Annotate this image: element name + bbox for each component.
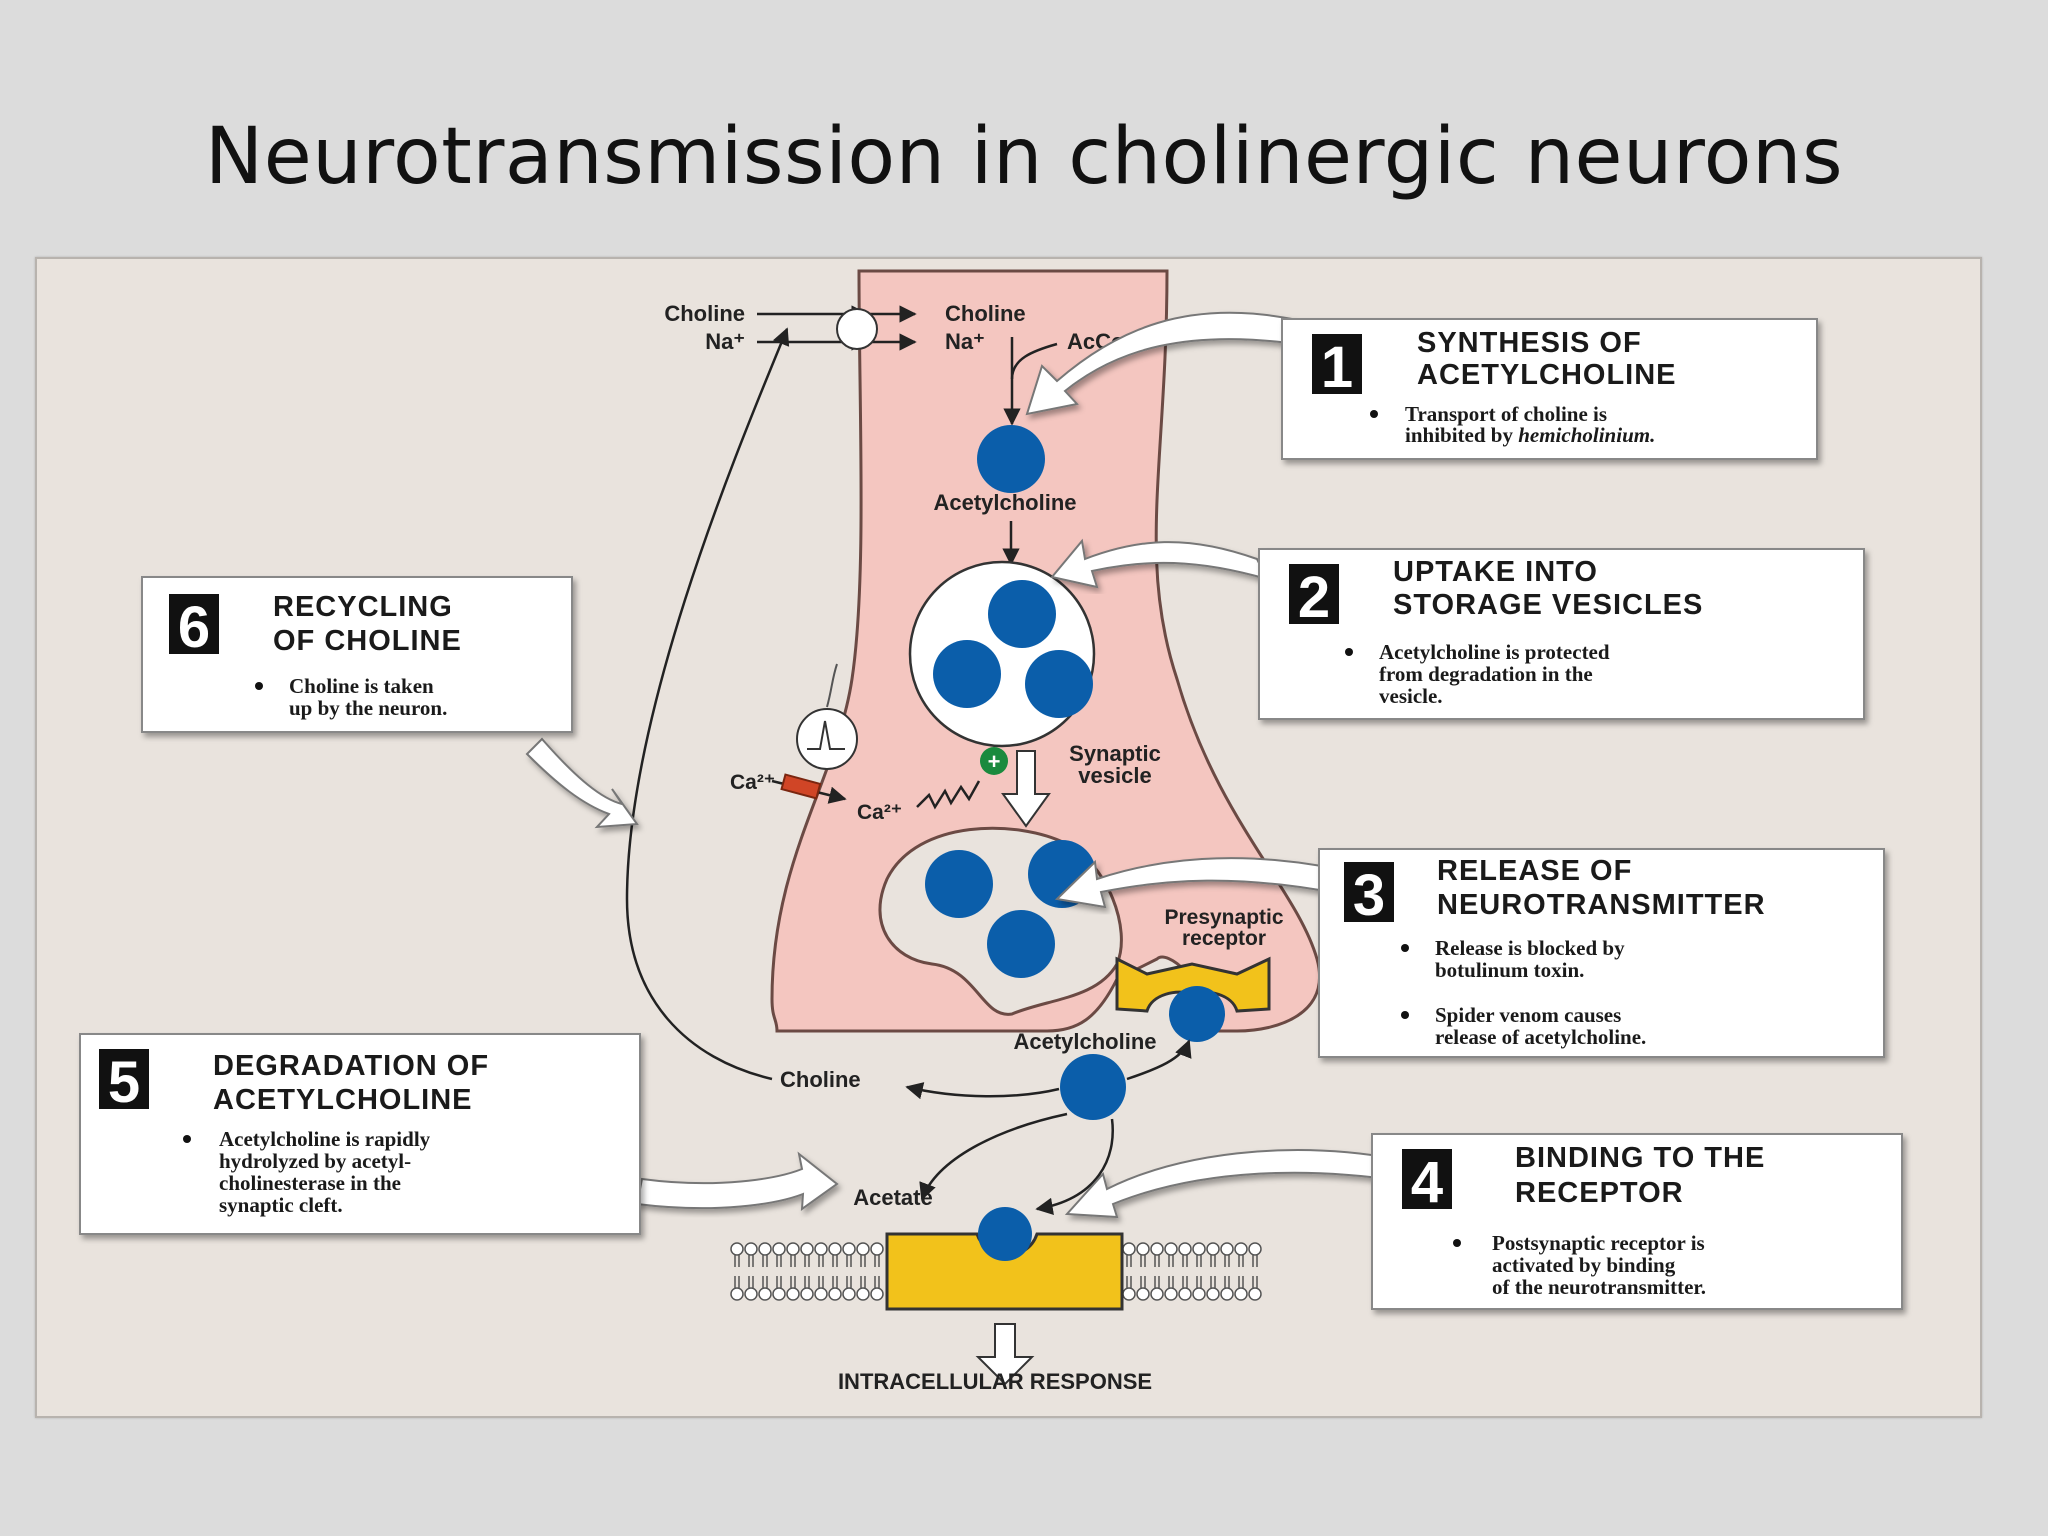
ca-out-label: Ca²⁺	[730, 771, 775, 794]
step-1-number: 1	[1321, 335, 1353, 400]
step-3-number: 3	[1353, 863, 1385, 928]
slide-title: Neurotransmission in cholinergic neurons	[204, 112, 1844, 202]
step-3-box: 3 RELEASE OF NEUROTRANSMITTER Release is…	[1318, 848, 1885, 1058]
response-arrow	[975, 1323, 1035, 1386]
acetylcholine-top-label: Acetylcholine	[933, 490, 1076, 515]
acetylcholine-cleft-label: Acetylcholine	[1013, 1029, 1156, 1054]
step-4-title-1: BINDING TO THE	[1515, 1142, 1765, 1174]
step-5-box: 5 DEGRADATION OF ACETYLCHOLINE Acetylcho…	[79, 1033, 641, 1235]
stimulus-plus-icon	[980, 747, 1008, 775]
step-4-title-2: RECEPTOR	[1515, 1177, 1684, 1209]
step-6-title-1: RECYCLING	[273, 591, 453, 623]
step-4-bullet-1: Postsynaptic receptor is	[1492, 1231, 1705, 1255]
step-1-bullet-1: Transport of choline is	[1405, 402, 1607, 426]
synaptic-vesicle-label-1: Synaptic	[1069, 741, 1161, 766]
action-potential-icon	[796, 708, 858, 770]
cholinergic-diagram: Choline Na⁺ Choline Na⁺ AcCoA Acetylchol…	[35, 257, 1982, 1418]
step-1-title-1: SYNTHESIS OF	[1417, 327, 1642, 359]
step-3-bullet-a1: Release is blocked by	[1435, 936, 1625, 960]
step-1-box: 1 SYNTHESIS OF ACETYLCHOLINE Transport o…	[1281, 318, 1818, 460]
step-2-title-1: UPTAKE INTO	[1393, 556, 1598, 588]
step-6-number: 6	[178, 595, 210, 660]
presynaptic-label-1: Presynaptic	[1164, 906, 1283, 929]
postsynaptic-membrane	[730, 1242, 1262, 1301]
step-4-number: 4	[1411, 1150, 1443, 1215]
acetylcholine-molecule	[977, 425, 1045, 493]
choline-out-label: Choline	[664, 301, 745, 326]
step-1-title-2: ACETYLCHOLINE	[1417, 359, 1677, 391]
step-2-bullet-2: from degradation in the	[1379, 662, 1593, 686]
na-out-label: Na⁺	[705, 329, 745, 354]
step-1-bullet-2: inhibited by hemicholinium.	[1405, 423, 1655, 447]
step-3-title-2: NEUROTRANSMITTER	[1437, 889, 1766, 921]
step-5-bullet-1: Acetylcholine is rapidly	[219, 1127, 431, 1151]
na-in-label: Na⁺	[945, 329, 985, 354]
acetate-label: Acetate	[853, 1185, 932, 1210]
step-3-bullet-b1: Spider venom causes	[1435, 1003, 1621, 1027]
step-5-bullet-2: hydrolyzed by acetyl-	[219, 1149, 411, 1173]
svg-text:+: +	[988, 749, 1001, 774]
choline-in-label: Choline	[945, 301, 1026, 326]
step-5-bullet-4: synaptic cleft.	[219, 1193, 343, 1217]
step-3-bullet-a2: botulinum toxin.	[1435, 958, 1584, 982]
step-6-bullet-1: Choline is taken	[289, 674, 434, 698]
step-5-title-2: ACETYLCHOLINE	[213, 1084, 473, 1116]
step-2-bullet-1: Acetylcholine is protected	[1379, 640, 1610, 664]
vesicle-movement-arrow	[1001, 750, 1051, 828]
synaptic-vesicle-label-2: vesicle	[1078, 763, 1151, 788]
diagram-svg: Choline Na⁺ Choline Na⁺ AcCoA Acetylchol…	[79, 269, 1903, 1394]
acetylcholine-cleft-molecule	[1060, 1054, 1126, 1120]
step-6-bullet-2: up by the neuron.	[289, 696, 447, 720]
step-2-box: 2 UPTAKE INTO STORAGE VESICLES Acetylcho…	[1258, 548, 1865, 720]
step-2-title-2: STORAGE VESICLES	[1393, 589, 1703, 621]
step-3-title-1: RELEASE OF	[1437, 855, 1632, 887]
intracellular-response-label: INTRACELLULAR RESPONSE	[838, 1369, 1152, 1394]
step-4-box: 4 BINDING TO THE RECEPTOR Postsynaptic r…	[1371, 1133, 1903, 1310]
recycling-path	[625, 327, 790, 1081]
presynaptic-label-2: receptor	[1182, 927, 1266, 950]
step-3-bullet-b2: release of acetylcholine.	[1435, 1025, 1646, 1049]
step-5-number: 5	[108, 1050, 140, 1115]
step-2-number: 2	[1298, 565, 1330, 630]
ca-in-label: Ca²⁺	[857, 801, 902, 824]
choline-cleft-label: Choline	[780, 1067, 861, 1092]
step-4-bullet-2: activated by binding	[1492, 1253, 1676, 1277]
step-6-box: 6 RECYCLING OF CHOLINE Choline is taken …	[141, 576, 573, 733]
step-5-title-1: DEGRADATION OF	[213, 1050, 489, 1082]
step-5-bullet-3: cholinesterase in the	[219, 1171, 401, 1195]
step-4-bullet-3: of the neurotransmitter.	[1492, 1275, 1706, 1299]
calcium-channel	[780, 773, 822, 800]
step-6-title-2: OF CHOLINE	[273, 625, 462, 657]
step-2-bullet-3: vesicle.	[1379, 684, 1443, 708]
choline-transporter	[836, 308, 878, 350]
